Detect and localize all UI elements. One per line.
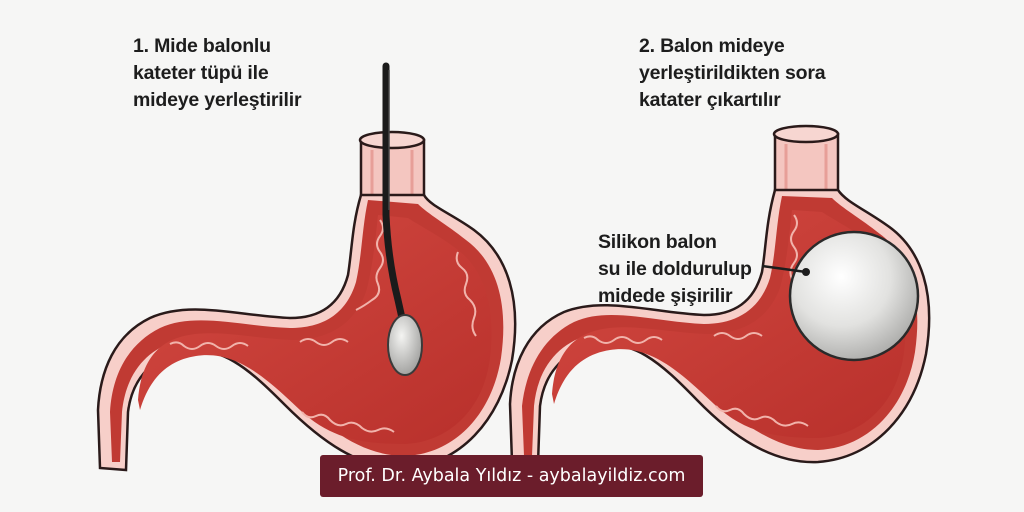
deflated-balloon: [387, 314, 423, 376]
silicone-balloon: [788, 230, 920, 362]
step-2-caption: 2. Balon mideye yerleştirildikten sora k…: [639, 35, 826, 111]
catheter-tube: [382, 62, 406, 322]
balloon-pointer-dot: [802, 268, 810, 276]
stomach-2: [508, 124, 931, 466]
stomach-1-lumen: [138, 215, 492, 444]
stomach-1: [96, 62, 517, 472]
stomach-1-mucosa: [169, 219, 477, 433]
stomach-2-mucosa: [583, 214, 809, 427]
step-1-caption: 1. Mide balonlu kateter tüpü ile mideye …: [133, 35, 302, 111]
balloon-pointer-line: [761, 264, 807, 274]
credit-banner: Prof. Dr. Aybala Yıldız - aybalayildiz.c…: [320, 455, 703, 497]
balloon-label: Silikon balon su ile doldurulup midede ş…: [598, 231, 752, 307]
